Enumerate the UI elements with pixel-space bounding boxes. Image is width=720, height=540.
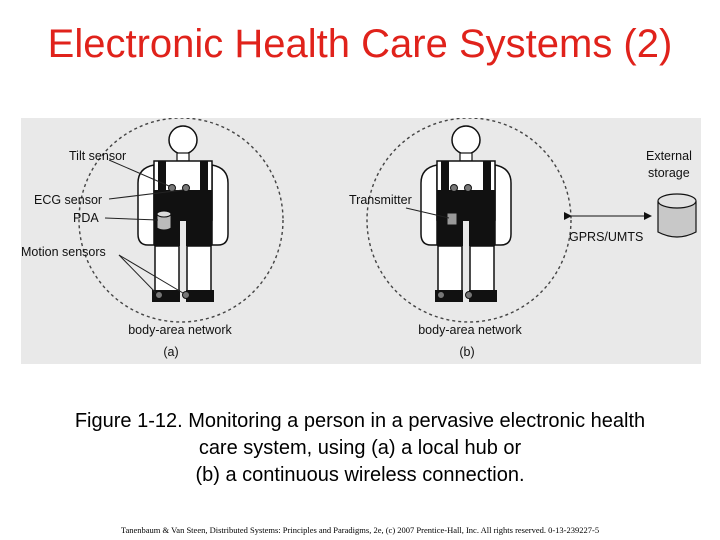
pda-device xyxy=(156,210,172,231)
transmitter-pointer xyxy=(405,207,450,219)
figure-background xyxy=(21,118,701,364)
tilt-sensor-a xyxy=(168,184,176,192)
slide-title: Electronic Health Care Systems (2) xyxy=(47,22,673,66)
figure-caption: Figure 1-12. Monitoring a person in a pe… xyxy=(0,408,720,489)
ecg-sensor-a xyxy=(182,184,190,192)
pda-pointer xyxy=(104,217,159,221)
motion-sensors-label: Motion sensors xyxy=(21,245,106,259)
external-storage-label-line2: storage xyxy=(648,166,690,180)
copyright-footer: Tanenbaum & Van Steen, Distributed Syste… xyxy=(120,525,600,535)
motion-sensors-pointer-left xyxy=(118,254,157,294)
ecg-sensor-b xyxy=(464,184,472,192)
panel-a-tag: (a) xyxy=(163,345,178,359)
body-area-network-boundary-b xyxy=(366,118,572,323)
tilt-sensor-b xyxy=(450,184,458,192)
gprs-umts-label: GPRS/UMTS xyxy=(569,230,643,244)
motion-sensor-right-b xyxy=(465,291,473,299)
motion-sensor-right-a xyxy=(182,291,190,299)
pda-label: PDA xyxy=(73,211,99,225)
transmitter-label: Transmitter xyxy=(349,193,412,207)
motion-sensor-left-b xyxy=(437,291,445,299)
external-storage-label-line1: External xyxy=(646,149,692,163)
tilt-sensor-label: Tilt sensor xyxy=(69,149,126,163)
caption-line-1: Figure 1-12. Monitoring a person in a pe… xyxy=(74,410,646,432)
motion-sensor-left-a xyxy=(155,291,163,299)
caption-line-2: care system, using (a) a local hub or xyxy=(198,437,522,459)
body-area-network-boundary-a xyxy=(78,118,284,323)
external-storage-icon xyxy=(657,193,697,238)
motion-sensors-pointer-right xyxy=(118,254,184,294)
person-figure-b xyxy=(420,125,512,302)
body-area-network-label-b: body-area network xyxy=(418,323,522,337)
tilt-sensor-pointer xyxy=(108,159,170,187)
panel-b: Transmitter External storage GPRS/UMTS b… xyxy=(349,118,697,359)
health-care-diagram: Tilt sensor ECG sensor PDA Motion sensor… xyxy=(21,118,701,364)
body-area-network-label-a: body-area network xyxy=(128,323,232,337)
transmitter-device xyxy=(446,212,458,226)
figure: Tilt sensor ECG sensor PDA Motion sensor… xyxy=(21,118,701,364)
ecg-sensor-label: ECG sensor xyxy=(34,193,102,207)
ecg-sensor-pointer xyxy=(108,189,184,200)
caption-line-3: (b) a continuous wireless connection. xyxy=(195,464,525,486)
panel-b-tag: (b) xyxy=(459,345,474,359)
panel-a: Tilt sensor ECG sensor PDA Motion sensor… xyxy=(21,118,284,359)
